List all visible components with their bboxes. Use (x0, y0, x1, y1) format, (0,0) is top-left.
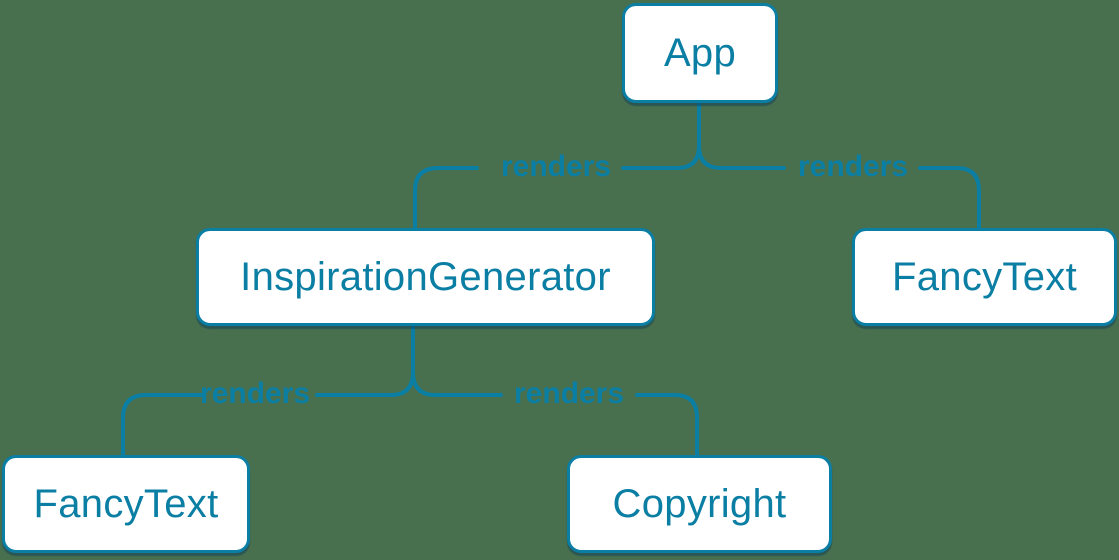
node-copyright: Copyright (567, 455, 832, 553)
edge-app-ig-left-segment (413, 166, 479, 229)
edge-app-ft-left-segment (697, 144, 786, 170)
edge-label-app-inspiration-generator: renders (500, 150, 612, 183)
edge-app-ig-right-segment (621, 144, 701, 170)
edge-ig-ft-right-segment (315, 370, 415, 397)
node-fancy-text-bottom: FancyText (2, 455, 250, 553)
edge-ig-ft-left-segment (121, 393, 204, 456)
node-fancy-text-bottom-label: FancyText (33, 481, 219, 526)
node-app-label: App (663, 30, 737, 75)
node-inspiration-generator-label: InspirationGenerator (240, 254, 611, 299)
edge-ig-cr-left-segment (411, 370, 503, 397)
node-app: App (622, 3, 778, 103)
edge-app-ft-right-segment (918, 166, 981, 229)
edge-label-app-fancy-text: renders (797, 150, 909, 183)
node-fancy-text-top: FancyText (852, 228, 1117, 326)
edge-ig-cr-right-segment (635, 393, 699, 456)
node-inspiration-generator: InspirationGenerator (196, 228, 655, 326)
edge-label-inspiration-generator-fancy-text: renders (199, 377, 311, 410)
edge-label-inspiration-generator-copyright: renders (513, 377, 625, 410)
node-fancy-text-top-label: FancyText (892, 254, 1077, 299)
node-copyright-label: Copyright (612, 481, 787, 526)
